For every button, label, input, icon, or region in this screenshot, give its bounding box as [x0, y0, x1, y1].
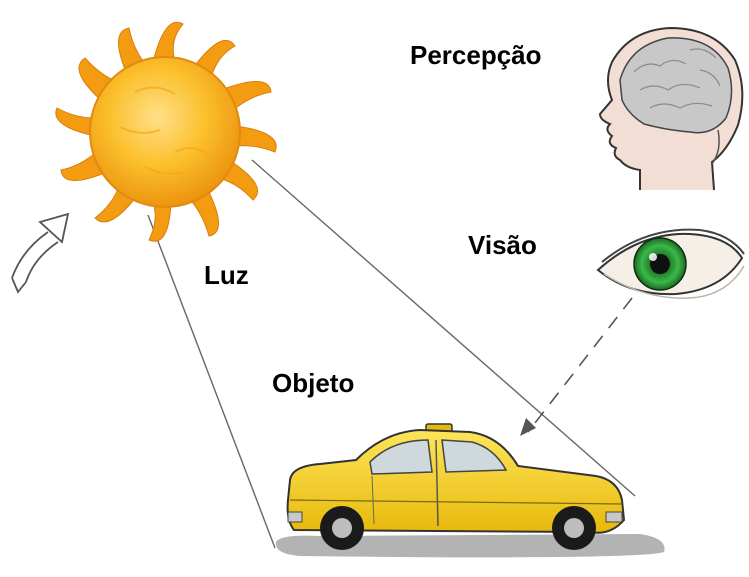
curved-arrow-icon [11, 212, 70, 294]
taxi-wheel-rear [552, 506, 596, 550]
label-light: Luz [204, 260, 249, 290]
yellow-taxi-car [286, 423, 626, 550]
eye-icon [596, 228, 745, 299]
sight-arrowhead [520, 418, 536, 436]
label-object: Objeto [272, 368, 355, 398]
light-ray-right [251, 159, 636, 497]
label-perception: Percepção [410, 40, 542, 70]
sun-icon [55, 21, 277, 242]
label-vision: Visão [468, 230, 537, 260]
head-with-brain-icon [598, 26, 744, 191]
light-ray-left [147, 214, 276, 549]
light-rays [147, 159, 636, 549]
sight-line [520, 297, 633, 436]
taxi-wheel-front [320, 506, 364, 550]
taxi-window-rear [441, 439, 508, 473]
taxi-window-front [369, 439, 433, 475]
